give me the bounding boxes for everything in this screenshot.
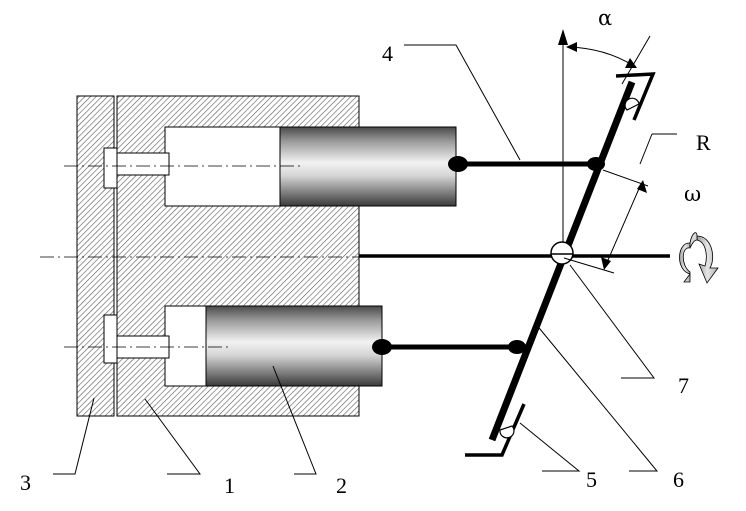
lower-piston	[205, 305, 383, 387]
label-3: 3	[20, 470, 31, 495]
radius-arrowhead-top	[637, 180, 647, 193]
radius-arrowhead-bottom	[601, 257, 611, 270]
swash-plate-guides	[465, 72, 656, 457]
label-2: 2	[336, 473, 347, 498]
vertical-reference-arrowhead	[558, 29, 568, 45]
angle-alpha-arrowhead-right	[625, 58, 637, 68]
leader-lines	[53, 44, 659, 475]
guide-rollers	[499, 97, 640, 439]
rotation-arrow-icon	[679, 232, 719, 284]
angle-alpha-arc	[567, 46, 635, 67]
r-label: R	[696, 130, 711, 155]
connecting-rods	[372, 156, 605, 355]
omega-label: ω	[684, 182, 701, 206]
distributor-plate	[76, 95, 118, 417]
radius-dimension	[563, 133, 677, 274]
label-1: 1	[224, 473, 235, 498]
upper-piston	[279, 126, 457, 207]
label-6: 6	[673, 467, 684, 492]
label-4: 4	[382, 41, 393, 66]
angle-alpha-arrowhead-left	[566, 42, 577, 52]
label-7: 7	[678, 373, 689, 398]
center-lines	[40, 165, 360, 348]
alpha-label: α	[598, 6, 612, 30]
label-5: 5	[586, 467, 597, 492]
central-pivot	[550, 241, 574, 265]
